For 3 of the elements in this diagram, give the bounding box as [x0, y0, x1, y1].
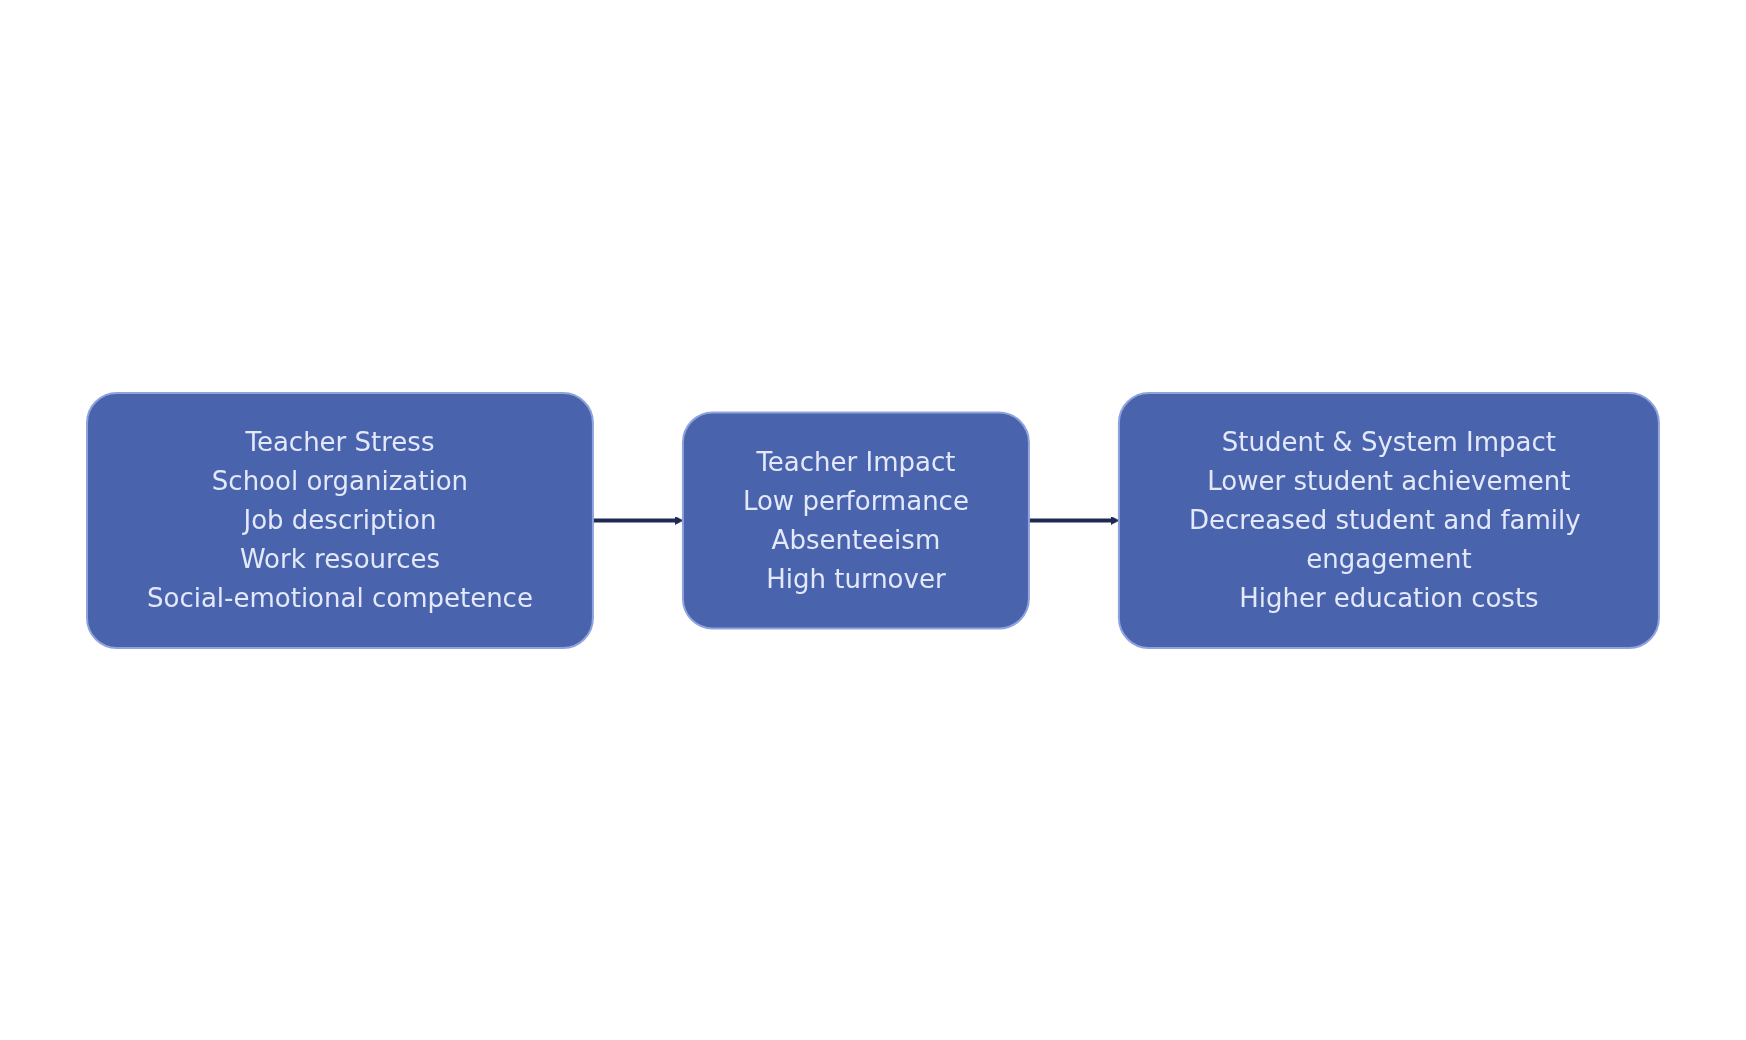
node-box: Teacher Impact Low performance Absenteeism High turnover: [681, 411, 1030, 629]
node-box: Teacher Stress School organization Job description Work resources Social-emotional competence: [86, 391, 594, 649]
node-box: Student & System Impact Lower student achievement Decreased student and family engagement Higher education costs: [1117, 391, 1660, 649]
